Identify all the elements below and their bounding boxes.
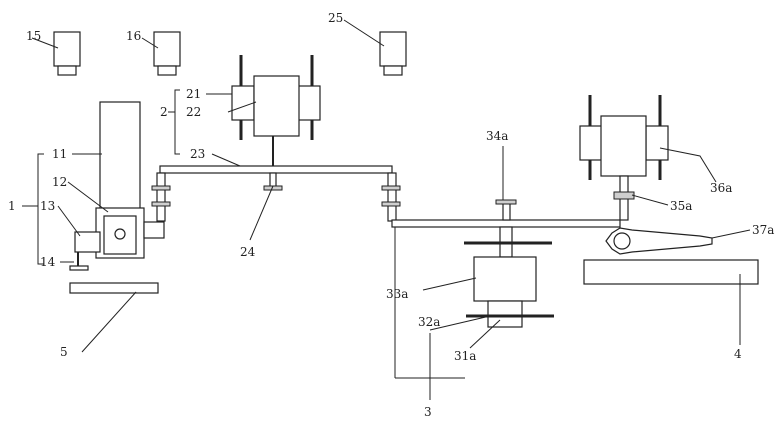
label-2: 2 [160, 105, 168, 119]
label-25: 25 [328, 11, 343, 25]
label-12: 12 [52, 175, 67, 189]
camera-15 [53, 31, 81, 76]
label-31a: 31a [454, 349, 476, 363]
label-32a: 32a [418, 315, 440, 329]
label-16: 16 [126, 29, 141, 43]
label-36a: 36a [710, 181, 732, 195]
label-11: 11 [52, 147, 67, 161]
column-assembly-1 [69, 101, 165, 271]
label-23: 23 [190, 147, 205, 161]
label-4: 4 [734, 347, 742, 361]
gripper-assembly-36a [579, 95, 669, 221]
arm-assembly-3 [464, 226, 554, 328]
lower-beam [391, 199, 621, 228]
label-34a: 34a [486, 129, 508, 143]
label-37a: 37a [752, 223, 774, 237]
platform-5 [69, 282, 159, 294]
label-24: 24 [240, 245, 256, 259]
label-1: 1 [8, 199, 16, 213]
camera-16 [153, 31, 181, 76]
conveyor-4 [583, 259, 759, 285]
label-5: 5 [60, 345, 68, 359]
label-14: 14 [40, 255, 56, 269]
camera-25 [379, 31, 407, 76]
label-35a: 35a [670, 199, 692, 213]
label-15: 15 [26, 29, 41, 43]
pivot-arm-37a [605, 227, 713, 255]
upper-beam-23 [151, 165, 401, 222]
leader-lines [22, 19, 751, 400]
label-13: 13 [40, 199, 55, 213]
label-22: 22 [186, 105, 201, 119]
label-21: 21 [186, 87, 201, 101]
label-33a: 33a [386, 287, 408, 301]
label-3: 3 [424, 405, 432, 419]
gripper-assembly-2 [231, 55, 321, 166]
